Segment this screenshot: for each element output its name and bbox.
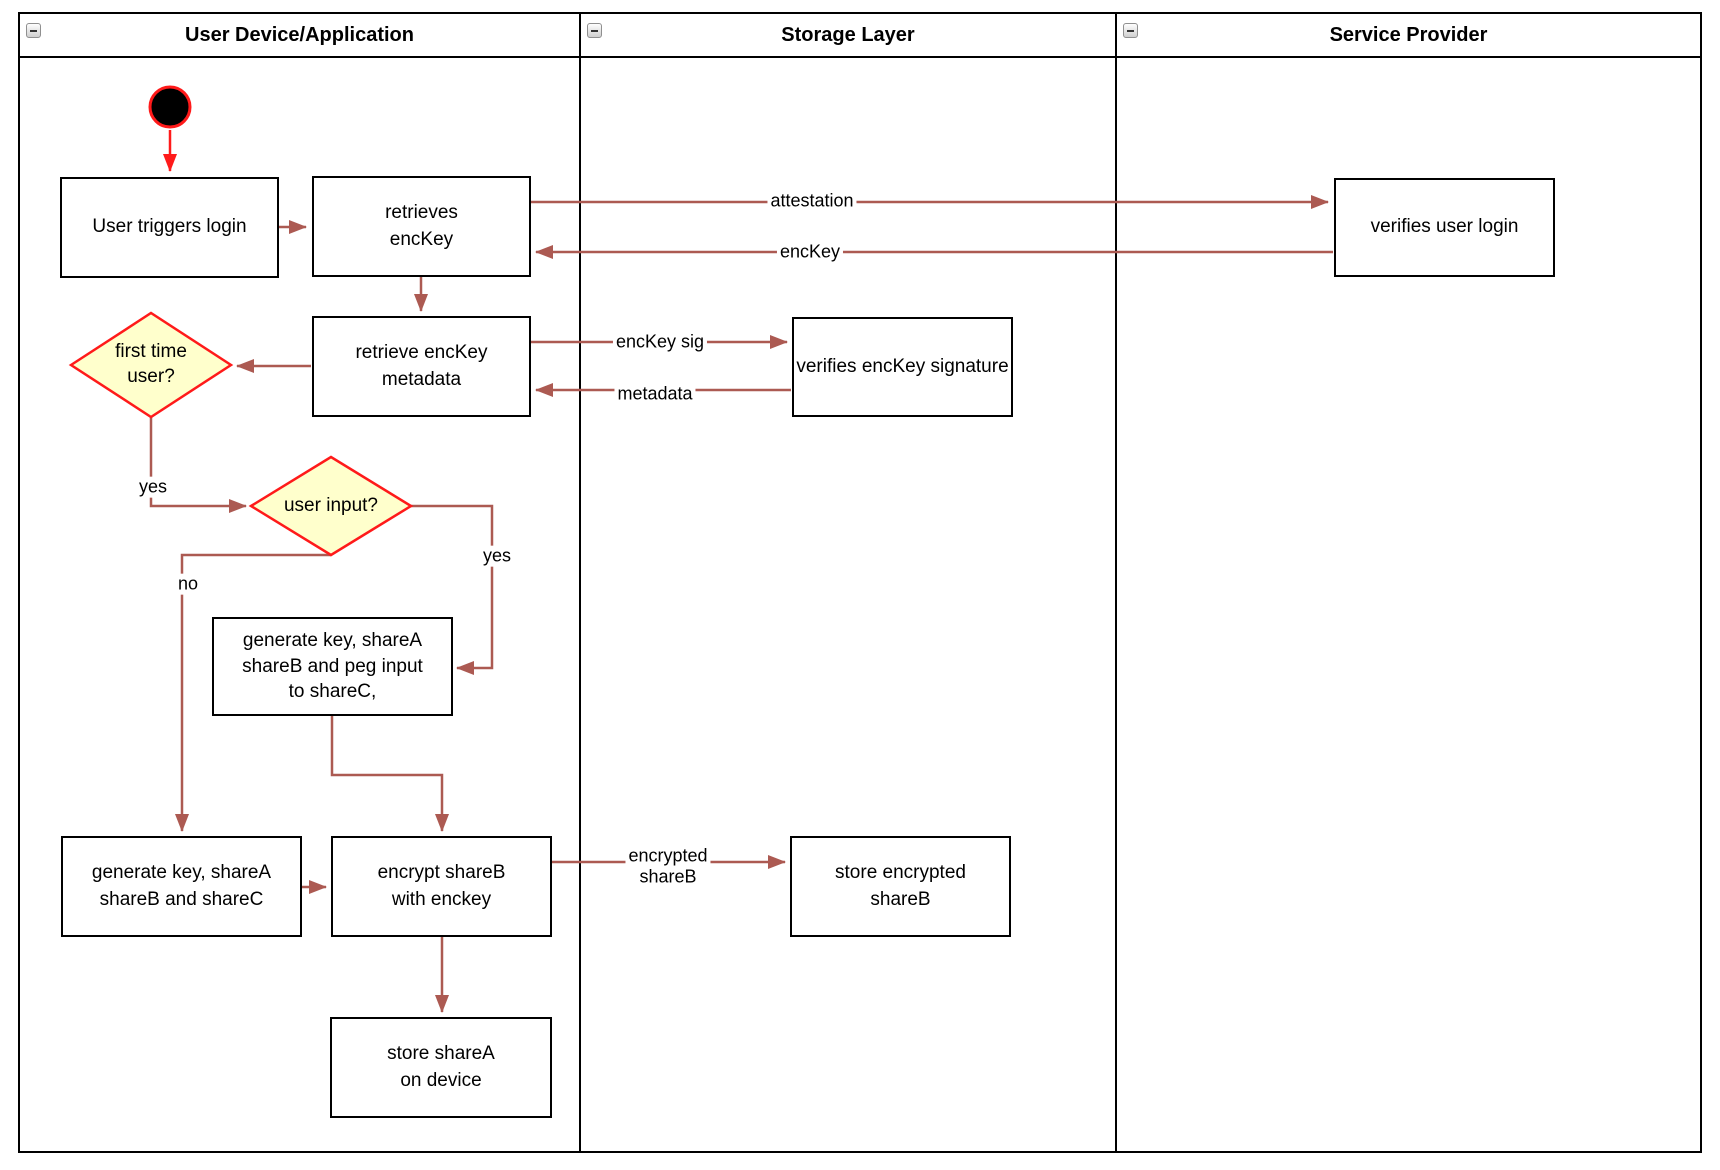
lane-title: User Device/Application <box>185 23 414 46</box>
node-verifies-enckey-signature[interactable]: verifies encKey signature <box>792 317 1013 417</box>
edge-label-metadata[interactable]: metadata <box>614 383 696 405</box>
edge-label-no-user-input[interactable]: no <box>174 573 202 595</box>
initial-node[interactable] <box>148 85 192 129</box>
edge-label-enckey-sig[interactable]: encKey sig <box>612 331 708 353</box>
node-retrieves-enckey[interactable]: retrieves encKey <box>312 176 531 277</box>
collapse-lane-icon[interactable] <box>26 23 41 38</box>
minus-icon <box>591 29 598 32</box>
decision-user-input[interactable] <box>248 455 414 557</box>
node-generate-key-abc[interactable]: generate key, shareA shareB and shareC <box>61 836 302 937</box>
lane-title: Storage Layer <box>781 23 915 46</box>
edge-firsttime-yes[interactable] <box>149 417 247 513</box>
node-encrypt-shareb[interactable]: encrypt shareB with enckey <box>331 836 552 937</box>
lane-header-user-device[interactable]: User Device/Application <box>18 12 581 58</box>
collapse-lane-icon[interactable] <box>587 23 602 38</box>
node-verifies-user-login[interactable]: verifies user login <box>1334 178 1555 277</box>
edge-peg-to-encrypt[interactable] <box>330 716 449 832</box>
lane-header-service-provider[interactable]: Service Provider <box>1115 12 1702 58</box>
decision-user-input-label[interactable]: user input? <box>283 494 378 516</box>
edge-label-yes-first-time[interactable]: yes <box>135 476 171 498</box>
lane-title: Service Provider <box>1329 23 1488 46</box>
edge-userinput-yes[interactable] <box>411 504 494 675</box>
node-retrieve-enckey-metadata[interactable]: retrieve encKey metadata <box>312 316 531 417</box>
edge-label-attestation[interactable]: attestation <box>767 190 857 212</box>
node-generate-key-peg-input[interactable]: generate key, shareA shareB and peg inpu… <box>212 617 453 716</box>
minus-icon <box>1127 29 1134 32</box>
node-user-triggers-login[interactable]: User triggers login <box>60 177 279 278</box>
minus-icon <box>30 29 37 32</box>
edge-userinput-no[interactable] <box>175 553 331 832</box>
edge-label-enckey[interactable]: encKey <box>776 241 844 263</box>
edge-label-yes-user-input[interactable]: yes <box>479 545 515 567</box>
edge-label-encrypted-shareb[interactable]: encrypted shareB <box>625 845 711 887</box>
node-store-encrypted-shareb[interactable]: store encrypted shareB <box>790 836 1011 937</box>
collapse-lane-icon[interactable] <box>1123 23 1138 38</box>
decision-first-time-user-label[interactable]: first time user? <box>115 341 187 387</box>
decision-first-time-user[interactable] <box>68 311 234 419</box>
node-store-sharea[interactable]: store shareA on device <box>330 1017 552 1118</box>
lane-header-storage-layer[interactable]: Storage Layer <box>579 12 1117 58</box>
